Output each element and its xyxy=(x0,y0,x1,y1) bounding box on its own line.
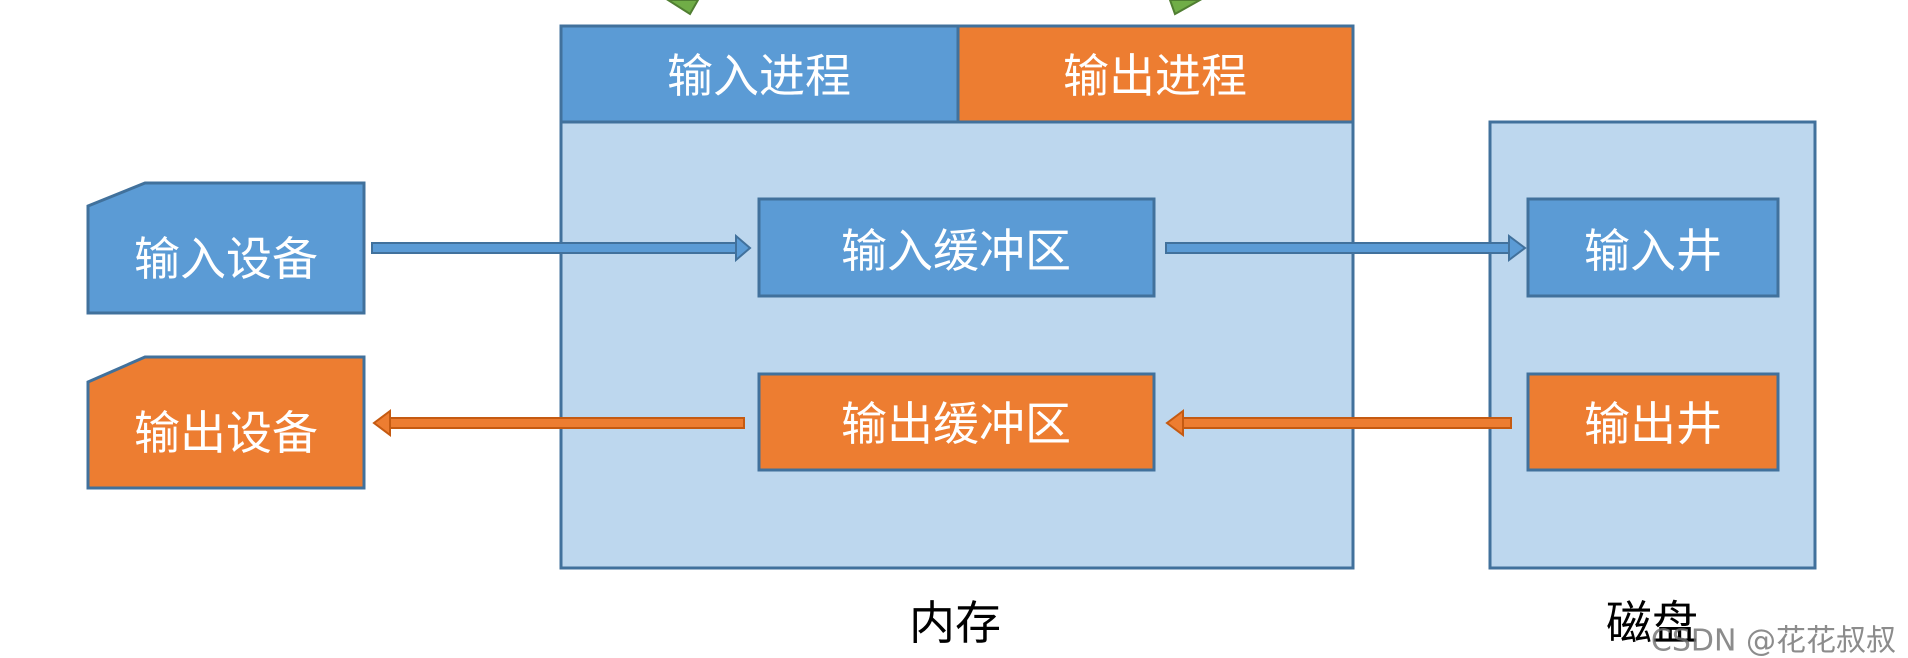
input-device-box xyxy=(86,181,366,315)
input-well-box xyxy=(1526,197,1780,298)
input-buffer-box xyxy=(757,197,1156,298)
output-buffer-box xyxy=(757,372,1156,472)
arrow-input-device-to-buffer xyxy=(371,233,752,263)
output-well-box xyxy=(1526,372,1780,472)
green-arrow-tip-left xyxy=(666,0,700,16)
disk-box xyxy=(1488,120,1817,570)
memory-caption: 内存 xyxy=(909,596,1001,650)
arrow-output-well-to-buffer xyxy=(1165,409,1512,437)
arrow-output-buffer-to-device xyxy=(372,409,745,437)
output-well-label: 输出井 xyxy=(1584,397,1722,451)
output-process-label: 输出进程 xyxy=(1063,49,1247,103)
watermark: CSDN @花花叔叔 xyxy=(1651,624,1896,658)
input-device-label: 输入设备 xyxy=(134,232,318,286)
input-buffer-label: 输入缓冲区 xyxy=(841,224,1071,278)
disk-caption: 磁盘 xyxy=(1606,596,1698,650)
output-device-box xyxy=(86,355,366,490)
output-buffer-label: 输出缓冲区 xyxy=(841,397,1071,451)
output-device-label: 输出设备 xyxy=(134,406,318,460)
arrow-input-buffer-to-well xyxy=(1165,234,1527,262)
input-process-box xyxy=(559,24,960,124)
input-well-label: 输入井 xyxy=(1584,224,1722,278)
output-process-box xyxy=(956,24,1355,124)
input-process-label: 输入进程 xyxy=(667,49,851,103)
green-arrow-tip-right xyxy=(1168,0,1203,16)
